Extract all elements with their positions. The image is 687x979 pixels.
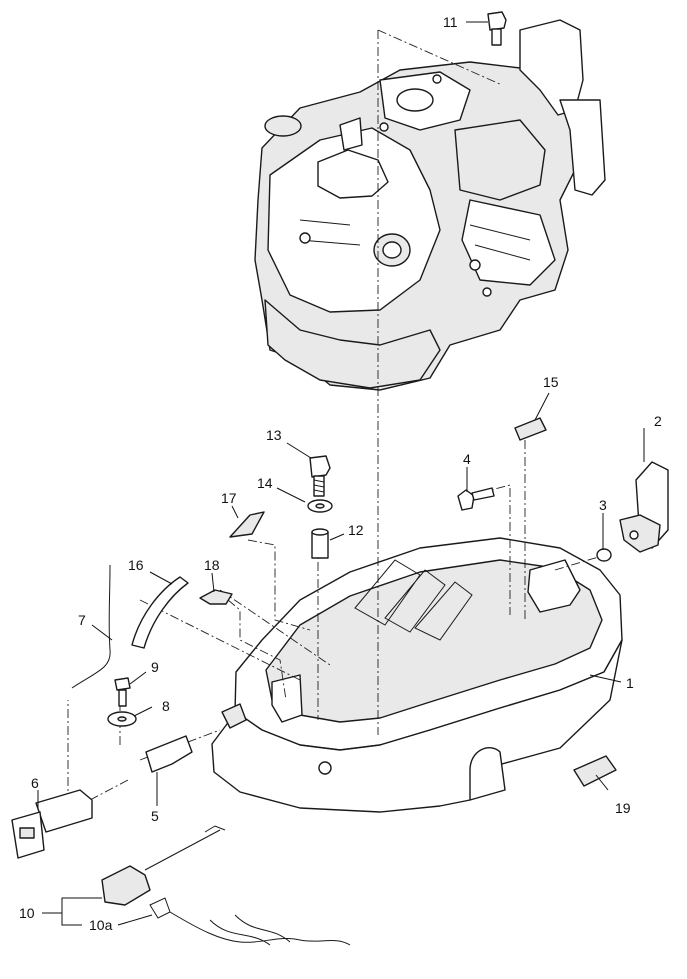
callout-15: 15 (543, 374, 559, 390)
callout-7: 7 (78, 612, 86, 628)
screw-9 (114, 677, 131, 707)
collar-12 (311, 528, 329, 559)
callout-14: 14 (257, 475, 273, 491)
callout-6: 6 (31, 775, 39, 791)
bolt-4 (457, 487, 495, 511)
callout-labels: 1 2 3 4 5 6 7 8 9 10 10a 11 12 13 14 15 … (19, 14, 662, 933)
stop-switch-10 (101, 825, 226, 906)
bolt-11 (487, 11, 507, 46)
lanyard-10a (149, 897, 351, 946)
bracket-2 (619, 461, 669, 553)
callout-12: 12 (348, 522, 364, 538)
callout-5: 5 (151, 808, 159, 824)
bolt-13 (309, 455, 331, 497)
callout-18: 18 (204, 557, 220, 573)
seal-18 (199, 589, 233, 605)
callout-16: 16 (128, 557, 144, 573)
callout-19: 19 (615, 800, 631, 816)
plug-6 (11, 789, 93, 859)
callout-10a: 10a (89, 917, 113, 933)
collar-3 (596, 548, 612, 562)
engine-powerhead (254, 19, 606, 391)
grommet-5 (145, 735, 193, 773)
label-15 (514, 417, 547, 441)
callout-1: 1 (626, 675, 634, 691)
callout-8: 8 (162, 698, 170, 714)
leader-lines (37, 21, 645, 926)
assembly-lines (67, 29, 606, 820)
callout-10: 10 (19, 905, 35, 921)
seal-17 (229, 511, 265, 538)
callout-3: 3 (599, 497, 607, 513)
hose-16 (131, 576, 189, 649)
cable-7 (71, 564, 111, 689)
label-19 (573, 755, 617, 787)
callout-9: 9 (151, 659, 159, 675)
callout-11: 11 (443, 14, 458, 30)
washer-8 (107, 711, 137, 727)
washer-14 (307, 499, 333, 513)
callout-2: 2 (654, 413, 662, 429)
callout-17: 17 (221, 490, 237, 506)
bottom-cowling (211, 537, 623, 813)
callout-13: 13 (266, 427, 282, 443)
callout-4: 4 (463, 451, 471, 467)
